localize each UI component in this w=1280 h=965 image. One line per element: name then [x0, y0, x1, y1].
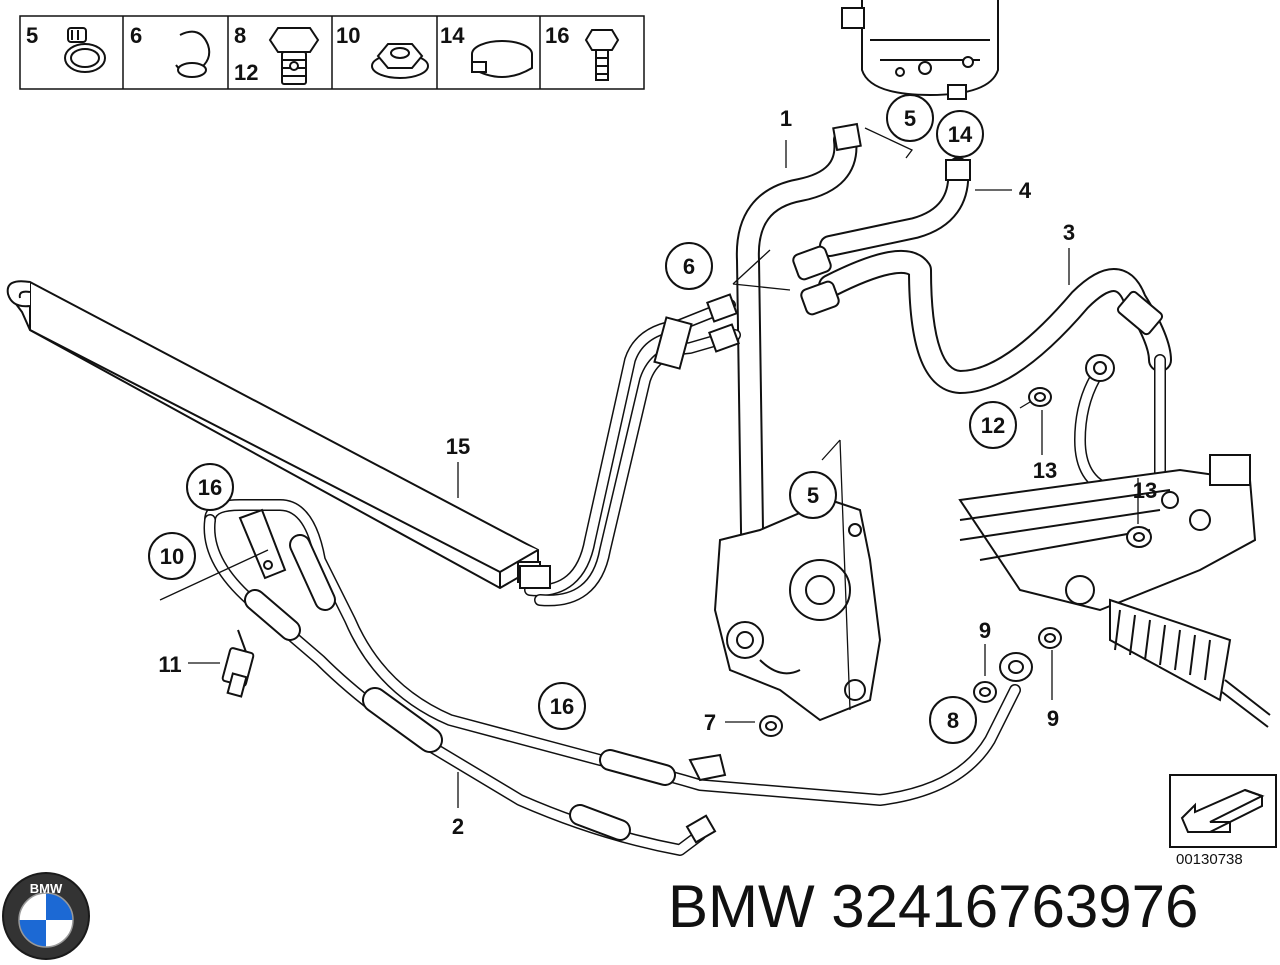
legend-num-5: 5: [26, 23, 38, 48]
legend-num-8: 8: [234, 23, 246, 48]
logo-text: BMW: [30, 881, 63, 896]
callout-7: 7: [704, 710, 716, 735]
callout-8: 8: [947, 708, 959, 733]
ring-clamp-icon: [471, 40, 533, 78]
hex-nut-icon: [371, 43, 429, 79]
callout-13-left: 13: [1033, 458, 1057, 483]
legend-num-10: 10: [336, 23, 360, 48]
callout-6: 6: [683, 254, 695, 279]
callout-1: 1: [780, 106, 792, 131]
callout-11: 11: [158, 652, 181, 677]
bmw-logo: BMW: [2, 872, 90, 960]
callout-12: 12: [981, 413, 1005, 438]
callout-15: 15: [446, 434, 470, 459]
hose-clamp-icon: [64, 27, 106, 73]
legend-num-12: 12: [234, 60, 258, 85]
callout-2: 2: [452, 814, 464, 839]
hex-bolt-icon: [584, 29, 620, 81]
washers: [759, 354, 1152, 737]
direction-arrow-box: [1169, 774, 1277, 848]
callout-10: 10: [160, 544, 184, 569]
callout-5-pump: 5: [807, 483, 819, 508]
callout-9-bottom: 9: [1047, 706, 1059, 731]
legend-num-16: 16: [545, 23, 569, 48]
callout-numbers: 1 2 3 4 5 5 6 7 8 9 9 10 11 12 13 13 14 …: [158, 106, 1157, 839]
callout-9-top: 9: [979, 618, 991, 643]
legend-labels: 5 6 8 12 10 14 16: [26, 23, 569, 85]
callout-3: 3: [1063, 220, 1075, 245]
callout-4: 4: [1019, 178, 1032, 203]
steering-pump: [713, 498, 882, 722]
legend-num-14: 14: [440, 23, 465, 48]
spring-clip-icon: [175, 30, 211, 78]
steering-rack: [958, 454, 1271, 728]
part-title: BMW 32416763976: [668, 873, 1199, 940]
callout-16-bottom: 16: [550, 694, 574, 719]
callout-14: 14: [948, 122, 973, 147]
callout-5-top: 5: [904, 106, 916, 131]
pressure-switch: [221, 629, 255, 698]
banjo-bolt-icon: [268, 27, 320, 85]
callout-circles: [148, 94, 1017, 744]
hose-fittings: [519, 122, 1164, 844]
legend-num-6: 6: [130, 23, 142, 48]
callout-13-right: 13: [1133, 478, 1157, 503]
callout-16-left: 16: [198, 475, 222, 500]
pipe-bracket: [238, 508, 287, 580]
reservoir: [841, 0, 999, 100]
parts-legend: [19, 15, 645, 90]
diagram-number: 00130738: [1176, 851, 1243, 868]
